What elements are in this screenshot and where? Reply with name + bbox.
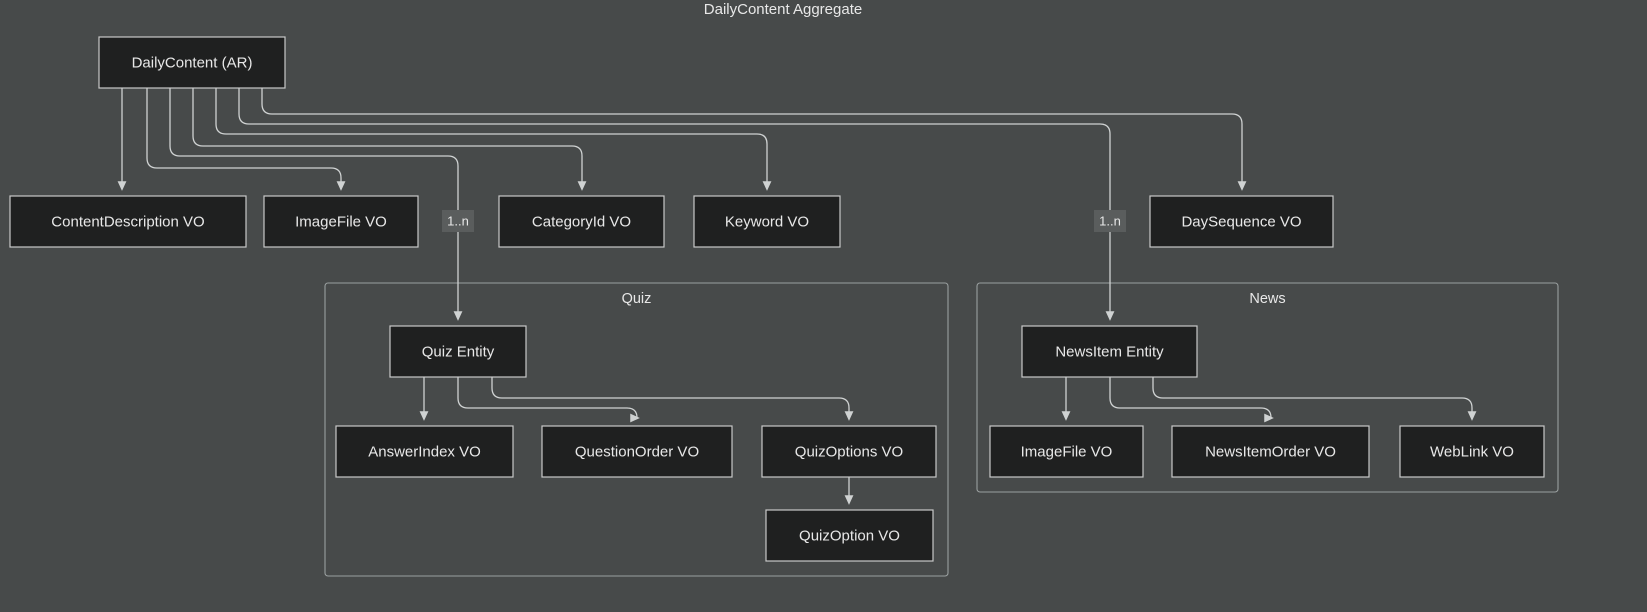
edge-label-text: 1..n bbox=[1099, 213, 1121, 228]
edge-daily-to-categoryid bbox=[192, 88, 587, 191]
node-label-questionorder: QuestionOrder VO bbox=[575, 443, 699, 460]
node-label-newsimage: ImageFile VO bbox=[1021, 443, 1113, 460]
edge-daily-to-quizentity bbox=[169, 88, 463, 321]
edge-daily-to-newsitem bbox=[238, 88, 1115, 321]
node-label-imagefile: ImageFile VO bbox=[295, 213, 387, 230]
node-box-contentdesc[interactable] bbox=[9, 195, 247, 248]
node-label-categoryid: CategoryId VO bbox=[532, 213, 631, 230]
page-title: DailyContent Aggregate bbox=[704, 1, 862, 18]
cluster-group: Quiz News bbox=[324, 282, 1559, 577]
cluster-news: News bbox=[976, 282, 1559, 493]
node-box-imagefile[interactable] bbox=[263, 195, 419, 248]
node-box-daysequence[interactable] bbox=[1149, 195, 1334, 248]
node-box-newsitem[interactable] bbox=[1021, 325, 1198, 378]
node-box-quizoption[interactable] bbox=[765, 509, 934, 562]
node-newsitem[interactable]: NewsItem Entity bbox=[1021, 325, 1198, 378]
node-weblink[interactable]: WebLink VO bbox=[1399, 425, 1545, 478]
edge-quizentity-to-questionorder bbox=[457, 377, 642, 421]
cluster-border-news bbox=[976, 282, 1559, 493]
node-label-quizoption: QuizOption VO bbox=[799, 527, 900, 544]
node-label-answerindex: AnswerIndex VO bbox=[368, 443, 481, 460]
node-imagefile[interactable]: ImageFile VO bbox=[263, 195, 419, 248]
node-label-contentdesc: ContentDescription VO bbox=[51, 213, 204, 230]
node-daysequence[interactable]: DaySequence VO bbox=[1149, 195, 1334, 248]
edge-label-background bbox=[1094, 210, 1126, 232]
edge-cardinality-label: 1..n bbox=[1094, 210, 1126, 232]
node-box-quizentity[interactable] bbox=[389, 325, 527, 378]
node-label-keyword: Keyword VO bbox=[725, 213, 809, 230]
node-contentdesc[interactable]: ContentDescription VO bbox=[9, 195, 247, 248]
edge-daily-to-daysequence bbox=[261, 88, 1247, 191]
node-box-weblink[interactable] bbox=[1399, 425, 1545, 478]
node-quizoptions[interactable]: QuizOptions VO bbox=[761, 425, 937, 478]
cluster-label-quiz: Quiz bbox=[622, 291, 652, 307]
node-label-quizentity: Quiz Entity bbox=[422, 343, 495, 360]
node-answerindex[interactable]: AnswerIndex VO bbox=[335, 425, 514, 478]
node-label-weblink: WebLink VO bbox=[1430, 443, 1514, 460]
edge-daily-to-imagefile bbox=[146, 88, 346, 191]
node-quizentity[interactable]: Quiz Entity bbox=[389, 325, 527, 378]
node-label-newsitem: NewsItem Entity bbox=[1055, 343, 1164, 360]
node-questionorder[interactable]: QuestionOrder VO bbox=[541, 425, 733, 478]
edge-newsitem-to-newsorder bbox=[1109, 377, 1276, 421]
node-keyword[interactable]: Keyword VO bbox=[693, 195, 841, 248]
edge-newsitem-to-weblink bbox=[1152, 377, 1477, 421]
cluster-quiz: Quiz bbox=[324, 282, 949, 577]
node-box-newsorder[interactable] bbox=[1171, 425, 1370, 478]
edge-group bbox=[117, 88, 1477, 505]
node-box-answerindex[interactable] bbox=[335, 425, 514, 478]
node-box-newsimage[interactable] bbox=[989, 425, 1144, 478]
node-label-newsorder: NewsItemOrder VO bbox=[1205, 443, 1336, 460]
cluster-label-news: News bbox=[1249, 291, 1285, 307]
node-label-quizoptions: QuizOptions VO bbox=[795, 443, 903, 460]
node-box-daily[interactable] bbox=[98, 36, 286, 89]
cluster-border-quiz bbox=[324, 282, 949, 577]
node-box-questionorder[interactable] bbox=[541, 425, 733, 478]
edge-daily-to-keyword bbox=[215, 88, 772, 191]
node-group: DailyContent (AR) ContentDescription VO Im… bbox=[9, 36, 1545, 562]
node-daily[interactable]: DailyContent (AR) bbox=[98, 36, 286, 89]
node-box-quizoptions[interactable] bbox=[761, 425, 937, 478]
edge-label-group: 1..n 1..n bbox=[442, 210, 1126, 232]
node-categoryid[interactable]: CategoryId VO bbox=[498, 195, 665, 248]
node-newsimage[interactable]: ImageFile VO bbox=[989, 425, 1144, 478]
edge-label-background bbox=[442, 210, 474, 232]
node-box-categoryid[interactable] bbox=[498, 195, 665, 248]
edge-quizentity-to-quizoptions bbox=[491, 377, 854, 421]
edge-label-text: 1..n bbox=[447, 213, 469, 228]
node-newsorder[interactable]: NewsItemOrder VO bbox=[1171, 425, 1370, 478]
node-quizoption[interactable]: QuizOption VO bbox=[765, 509, 934, 562]
node-box-keyword[interactable] bbox=[693, 195, 841, 248]
node-label-daily: DailyContent (AR) bbox=[132, 54, 253, 71]
edge-cardinality-label: 1..n bbox=[442, 210, 474, 232]
node-label-daysequence: DaySequence VO bbox=[1181, 213, 1301, 230]
